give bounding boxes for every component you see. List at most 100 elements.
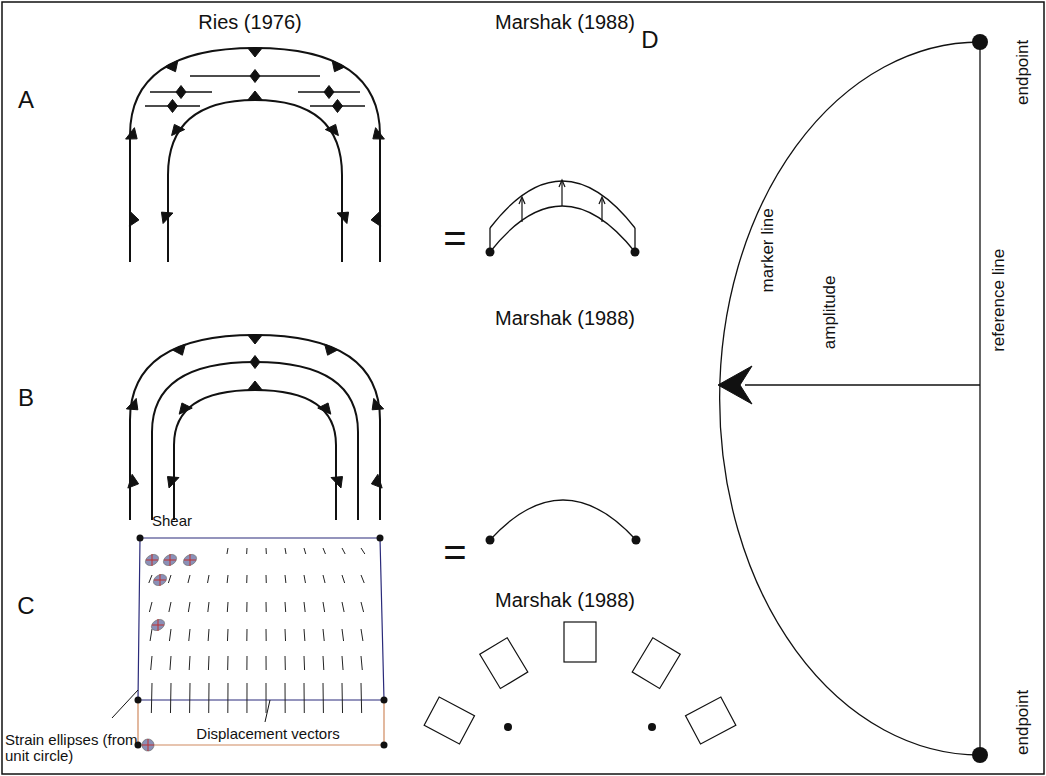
label: Strain ellipses (from unit circle) [5, 732, 145, 765]
arrow-head [718, 366, 752, 404]
displacement-vector [208, 602, 209, 612]
marker-line [490, 206, 635, 252]
thrust-tooth [325, 344, 338, 355]
displacement-vector [285, 548, 286, 554]
thrust-tooth [167, 477, 178, 488]
strain-ellipse [149, 617, 166, 633]
displacement-vector [149, 602, 152, 612]
thrust-tooth [318, 403, 331, 414]
displacement-vector [266, 629, 267, 641]
displacement-vector [246, 629, 247, 641]
displacement-vector [323, 548, 325, 554]
endpoint-dot [137, 535, 144, 542]
rigid-block [564, 622, 596, 662]
endpoint-dot [972, 747, 988, 763]
displacement-vector [227, 602, 229, 612]
displacement-vector [227, 629, 229, 641]
displacement-vector [151, 656, 152, 670]
equals-sign: = [443, 530, 466, 574]
marker-line [490, 500, 636, 540]
endpoint-dot [648, 723, 656, 731]
strain-axes [146, 554, 158, 566]
anticline-diamond [250, 356, 260, 369]
rigid-block [480, 638, 528, 689]
endpoint-dot [381, 742, 388, 749]
label: Ries (1976) [198, 11, 301, 33]
panel-letter: C [17, 593, 34, 619]
thrust-tooth [126, 128, 138, 139]
displacement-vector [285, 602, 287, 612]
arrow-head [599, 197, 605, 204]
thrust-tooth [179, 403, 192, 414]
anticline-trace [152, 362, 358, 520]
displacement-vector [208, 629, 210, 641]
connector-tick [490, 228, 635, 252]
displacement-vector [304, 656, 306, 670]
outer-thrust [130, 48, 380, 262]
displacement-vector [266, 602, 267, 612]
endpoint-dot [632, 536, 641, 545]
displacement-vector [304, 575, 305, 583]
label: Marshak (1988) [495, 589, 635, 611]
displacement-vector [361, 548, 365, 554]
thrust-tooth [248, 48, 262, 57]
displacement-vector [227, 548, 228, 554]
displacement-vector [246, 548, 247, 554]
strain-ellipse [140, 737, 156, 753]
label: Marshak (1988) [495, 11, 635, 33]
displacement-vector [266, 575, 267, 583]
thrust-tooth [325, 124, 338, 135]
label: Marshak (1988) [495, 307, 635, 329]
displacement-vector [323, 575, 325, 583]
displacement-vector [285, 629, 287, 641]
displacement-vector [285, 656, 286, 670]
displacement-vector [169, 602, 171, 612]
displacement-vector [208, 575, 209, 583]
outer-thrust [130, 335, 380, 520]
displacement-vector [323, 656, 325, 670]
arrow-head [559, 180, 565, 187]
displacement-vector [304, 629, 306, 641]
displacement-vector [227, 656, 228, 670]
thrust-tooth [337, 212, 348, 223]
thrust-tooth [129, 212, 139, 226]
endpoint-dot [972, 34, 988, 50]
anticline-diamond [168, 100, 178, 113]
displacement-vector [188, 602, 190, 612]
displacement-vector [342, 602, 344, 612]
endpoint-dot [486, 536, 495, 545]
strain-ellipse [161, 552, 178, 568]
inner-thrust [168, 100, 342, 262]
leader-line [112, 690, 138, 718]
reference-line [979, 42, 980, 755]
thrust-tooth [165, 60, 178, 71]
displacement-vector [361, 575, 364, 583]
displacement-vector [304, 548, 306, 554]
strain-axes [154, 574, 166, 586]
strain-ellipse [143, 552, 160, 568]
thrust-tooth [248, 381, 262, 390]
label: marker line [759, 208, 778, 292]
thrust-tooth [172, 344, 185, 355]
arrow-head [519, 197, 525, 204]
marker-line [720, 42, 980, 755]
displacement-vector [170, 656, 171, 670]
label: reference line [991, 248, 1010, 351]
displacement-vector [342, 575, 345, 583]
leader-line [265, 700, 270, 722]
endpoint-dot [377, 535, 384, 542]
displacement-vector [361, 656, 362, 670]
displacement-vector [285, 683, 286, 713]
displacement-arrow [521, 199, 522, 222]
displacement-vector [266, 548, 267, 554]
amplitude-arrow [745, 384, 980, 385]
displacement-vector [188, 575, 190, 583]
displacement-vector [342, 683, 344, 713]
displacement-vector [246, 602, 247, 612]
strain-axes [142, 739, 154, 751]
displacement-vector [285, 575, 287, 583]
displacement-vector [323, 602, 325, 612]
displacement-vector [246, 683, 247, 713]
strain-ellipse [151, 572, 168, 588]
